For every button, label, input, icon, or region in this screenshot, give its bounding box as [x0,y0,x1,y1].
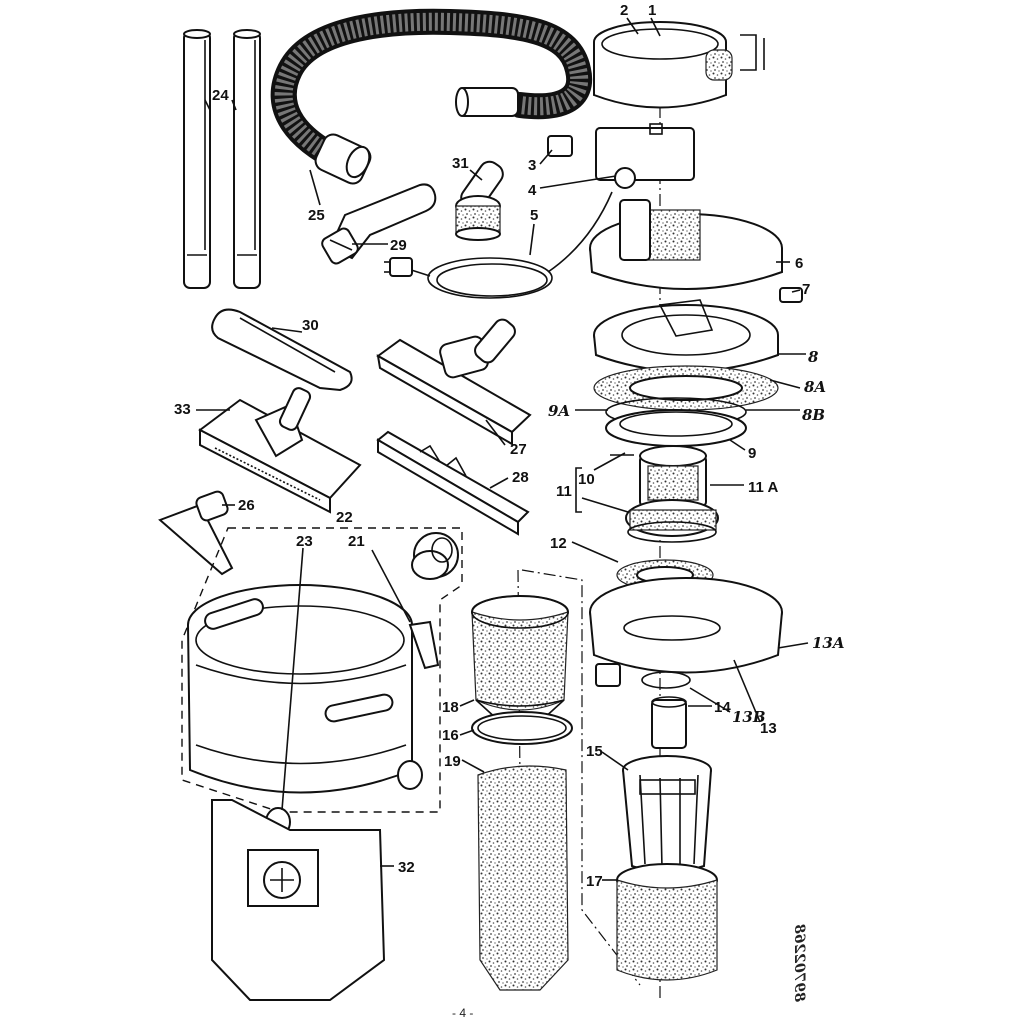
label-9: 9 [748,445,756,462]
label-25: 25 [308,207,325,224]
label-11a: 11 A [748,479,778,496]
page-number: - 4 - [452,1006,474,1020]
squeegee-insert [376,430,530,536]
label-24: 24 [212,87,229,104]
drawing-code-box: 89702268 [755,924,835,1002]
label-1: 1 [648,2,656,19]
part-number-labels: 1 2 3 4 5 6 7 8 8A 8B 9 9A 10 11 11 A 12… [174,2,845,890]
label-27: 27 [510,441,527,458]
inlet-connector [411,532,459,580]
label-17: 17 [586,873,603,890]
suction-hose [270,8,593,185]
label-12: 12 [550,535,567,552]
paper-dust-bag [211,799,386,1001]
leader-lines [196,17,809,881]
crevice-nozzle [211,308,353,392]
label-14: 14 [714,699,731,716]
upholstery-nozzle [158,490,234,576]
extension-tubes [183,29,261,289]
label-13a: 13A [812,634,845,652]
label-10: 10 [578,471,595,488]
label-6: 6 [795,255,803,272]
label-8b: 8B [802,406,825,424]
wet-floor-nozzle [376,318,532,446]
label-31: 31 [452,155,469,172]
label-19: 19 [444,753,461,770]
label-7: 7 [802,281,810,298]
label-8a: 8A [804,378,826,396]
drawing-code: 89702268 [791,924,807,1002]
label-3: 3 [528,157,536,174]
label-29: 29 [390,237,407,254]
round-brush [455,160,504,241]
label-21: 21 [348,533,365,550]
label-4: 4 [528,182,537,199]
power-cord [384,191,613,299]
label-9a: 9A [548,402,570,420]
label-5: 5 [530,207,538,224]
label-32: 32 [398,859,415,876]
label-11: 11 [556,483,572,500]
floor-nozzle [198,387,362,514]
filter-cartridge-group [471,569,641,991]
label-23: 23 [296,533,313,550]
label-2: 2 [620,2,628,19]
label-33: 33 [174,401,191,418]
label-8: 8 [808,348,819,366]
label-18: 18 [442,699,459,716]
label-26: 26 [238,497,255,514]
label-15: 15 [586,743,603,760]
label-13: 13 [760,720,777,737]
hose-clip [408,620,440,670]
label-30: 30 [302,317,319,334]
label-22: 22 [336,509,353,526]
label-13b: 13B [732,708,766,726]
bent-wand [321,183,437,265]
label-16: 16 [442,727,459,744]
motor-head-assembly [547,21,803,1000]
label-28: 28 [512,469,529,486]
